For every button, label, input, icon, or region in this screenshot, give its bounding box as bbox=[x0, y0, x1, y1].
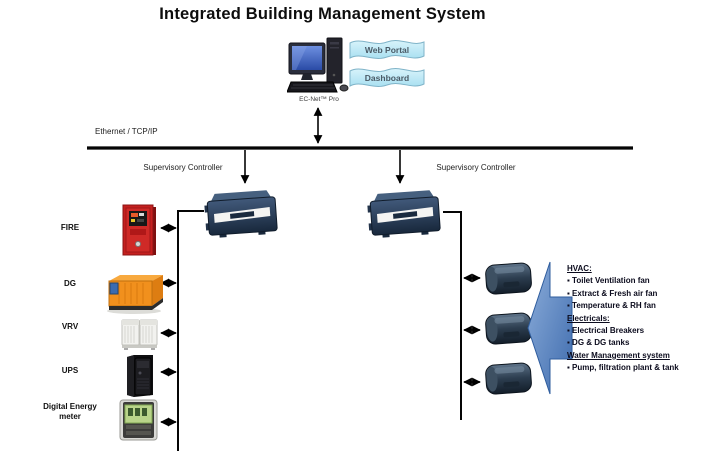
diesel-generator-icon bbox=[107, 275, 163, 314]
ups-tower-icon bbox=[127, 355, 153, 397]
device-label-vrv: VRV bbox=[61, 322, 79, 331]
digital-energy-meter-icon bbox=[119, 399, 158, 441]
dashboard-wave-shape bbox=[349, 68, 425, 87]
dashboard-label: Dashboard bbox=[364, 73, 410, 83]
device-label-energy-meter: Digital Energy meter bbox=[43, 402, 97, 421]
list-item: ▪ Toilet Ventilation fan bbox=[567, 276, 650, 286]
list-item: ▪ Electrical Breakers bbox=[567, 326, 645, 336]
fire-alarm-panel-icon bbox=[122, 204, 156, 256]
supervisory-controller-right-label: Supervisory Controller bbox=[436, 163, 516, 172]
page-title: Integrated Building Management System bbox=[159, 5, 486, 23]
device-label-fire: FIRE bbox=[60, 223, 80, 232]
ddc-controller-icon-3 bbox=[485, 362, 532, 395]
device-label-ups: UPS bbox=[61, 366, 79, 375]
ddc-controller-icon-2 bbox=[485, 312, 532, 345]
web-portal-label: Web Portal bbox=[364, 45, 410, 55]
systems-list-panel: HVAC: ▪ Toilet Ventilation fan ▪ Extract… bbox=[567, 263, 685, 375]
web-portal-wave-shape bbox=[349, 40, 425, 59]
supervisory-controller-left-label: Supervisory Controller bbox=[143, 163, 223, 172]
server-label: EC-Net™ Pro bbox=[299, 96, 339, 103]
device-label-dg: DG bbox=[64, 279, 76, 288]
list-item: ▪ DG & DG tanks bbox=[567, 338, 630, 348]
supervisory-controller-left-icon bbox=[204, 190, 278, 238]
list-item: ▪ Pump, filtration plant & tank bbox=[567, 363, 679, 373]
left-block-arrow bbox=[527, 261, 573, 395]
section-heading-water: Water Management system bbox=[567, 350, 670, 360]
desktop-computer-icon bbox=[287, 37, 349, 93]
list-item: ▪ Extract & Fresh air fan bbox=[567, 288, 658, 298]
ddc-controller-icon-1 bbox=[485, 262, 532, 295]
ethernet-label: Ethernet / TCP/IP bbox=[95, 127, 158, 136]
list-item: ▪ Temperature & RH fan bbox=[567, 301, 656, 311]
section-heading-electricals: Electricals: bbox=[567, 313, 610, 323]
vrv-outdoor-units-icon bbox=[121, 319, 158, 350]
supervisory-controller-right-icon bbox=[367, 190, 441, 238]
section-heading-hvac: HVAC: bbox=[567, 264, 592, 273]
